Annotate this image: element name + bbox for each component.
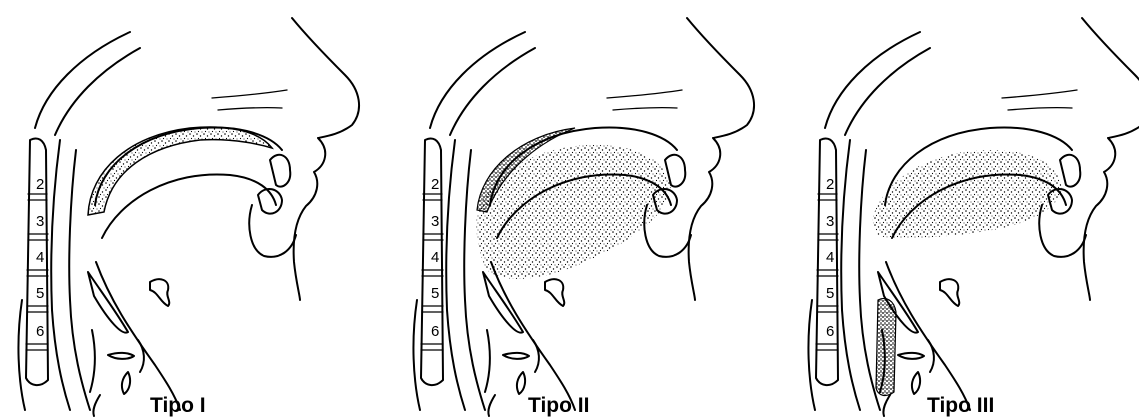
caption-tipo-3: Tipo III <box>927 394 994 418</box>
vertebra-label: 3 <box>36 213 44 230</box>
vertebra-label: 4 <box>36 249 44 266</box>
vertebra-label: 5 <box>431 285 439 302</box>
vertebra-label: 6 <box>431 323 439 340</box>
vertebra-label: 5 <box>36 285 44 302</box>
vertebra-label: 6 <box>826 323 834 340</box>
vertebra-label: 4 <box>826 249 834 266</box>
vertebra-label: 4 <box>431 249 439 266</box>
vertebra-label: 2 <box>431 176 439 193</box>
stippled-palate <box>88 127 272 215</box>
panel-tipo-2: 2 3 4 5 6 <box>413 18 754 416</box>
vertebra-label: 5 <box>826 285 834 302</box>
vertebra-label: 3 <box>431 213 439 230</box>
dense-obstruction <box>876 299 896 396</box>
vertebra-label: 2 <box>36 176 44 193</box>
caption-tipo-1: Tipo I <box>150 394 206 418</box>
vertebra-label: 2 <box>826 176 834 193</box>
caption-tipo-2: Tipo II <box>528 394 589 418</box>
stippled-tongue <box>872 150 1062 238</box>
panel-tipo-3: 2 3 4 5 6 <box>808 18 1139 416</box>
vertebra-label: 6 <box>36 323 44 340</box>
panel-tipo-1: 2 3 4 5 6 <box>18 18 359 416</box>
vertebra-label: 3 <box>826 213 834 230</box>
